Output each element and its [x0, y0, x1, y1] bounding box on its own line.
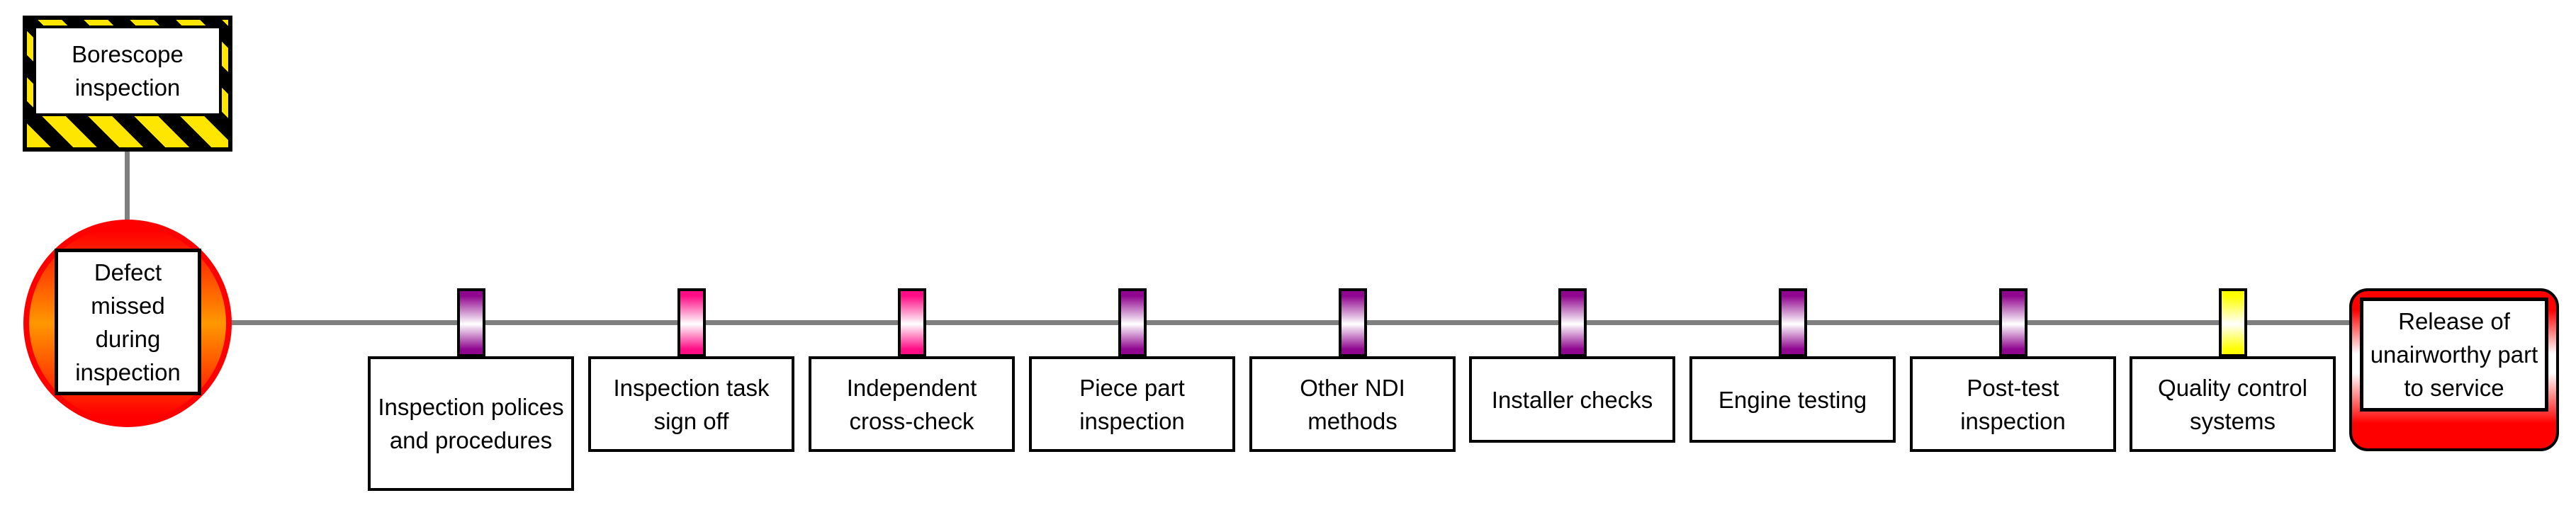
hazard-sign-label-box: Borescope inspection — [33, 26, 222, 116]
barrier-bar — [898, 288, 926, 357]
barrier-label-box: Other NDI methods — [1249, 356, 1456, 452]
barrier-label: Inspection task sign off — [613, 374, 770, 434]
barrier-label: Independent cross-check — [846, 374, 977, 434]
outcome-label: Release of unairworthy part to service — [2370, 308, 2538, 401]
hazard-sign: Borescope inspection — [23, 16, 232, 152]
barrier-label: Piece part inspection — [1079, 374, 1185, 434]
barrier-bar — [1779, 288, 1807, 357]
barrier-bar — [457, 288, 485, 357]
hazard-event-label-box: Defect missed during inspection — [55, 249, 201, 395]
barrier-label: Post-test inspection — [1960, 374, 2066, 434]
barrier-bar — [677, 288, 706, 357]
barrier-label-box: Piece part inspection — [1029, 356, 1235, 452]
barrier-label: Engine testing — [1718, 386, 1867, 413]
barrier-label: Inspection polices and procedures — [378, 394, 564, 453]
hazard-sign-label: Borescope inspection — [72, 41, 184, 101]
barrier-bar — [1339, 288, 1367, 357]
barrier-bar — [1999, 288, 2027, 357]
barrier-label-box: Post-test inspection — [1910, 356, 2116, 452]
hazard-event-label: Defect missed during inspection — [75, 259, 181, 385]
barrier-bar — [2219, 288, 2247, 357]
barrier-label-box: Independent cross-check — [809, 356, 1015, 452]
vertical-connector-line — [125, 149, 130, 221]
barrier-bar — [1558, 288, 1587, 357]
barrier-label-box: Quality control systems — [2130, 356, 2336, 452]
barrier-label-box: Installer checks — [1469, 356, 1675, 443]
barrier-label: Other NDI methods — [1300, 374, 1405, 434]
barrier-label-box: Inspection task sign off — [588, 356, 794, 452]
barrier-label-box: Inspection polices and procedures — [368, 356, 574, 491]
barrier-label: Quality control systems — [2158, 374, 2307, 434]
horizontal-event-line — [225, 320, 2351, 325]
barrier-label: Installer checks — [1491, 386, 1653, 413]
barrier-bar — [1118, 288, 1147, 357]
outcome-box: Release of unairworthy part to service — [2349, 288, 2559, 451]
outcome-label-box: Release of unairworthy part to service — [2360, 298, 2548, 412]
barrier-label-box: Engine testing — [1689, 356, 1896, 443]
